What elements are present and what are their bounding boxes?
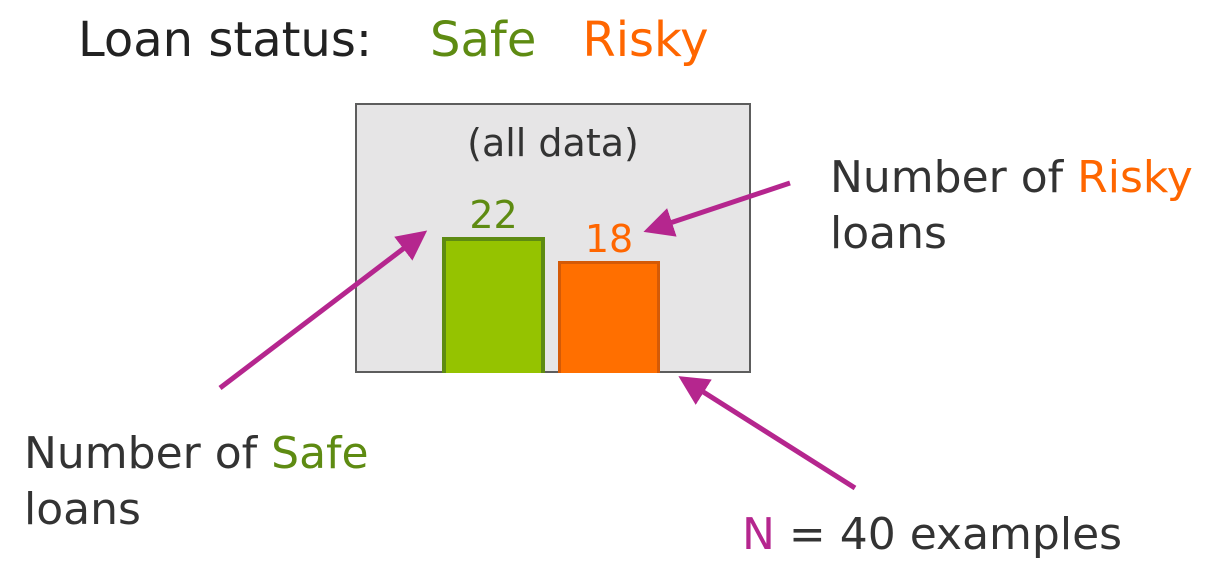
legend-risky-label: Risky — [582, 12, 709, 68]
risky-count-bar — [558, 261, 660, 373]
safe-count-bar — [442, 236, 545, 373]
risky-annotation: Number of Risky loans — [830, 150, 1193, 262]
safe-annotation-prefix: Number of — [24, 428, 258, 479]
risky-annotation-highlight: Risky — [1077, 152, 1193, 203]
arrow-to-safe-bar — [218, 230, 428, 390]
safe-count-label: 22 — [469, 192, 518, 237]
node-caption: (all data) — [467, 121, 639, 165]
safe-annotation-line2: loans — [24, 484, 141, 535]
risky-annotation-prefix: Number of — [830, 152, 1064, 203]
total-annotation-text: = 40 examples — [788, 509, 1123, 560]
n-symbol: N — [742, 509, 775, 560]
legend-title: Loan status: — [78, 12, 373, 68]
safe-annotation: Number of Safe loans — [24, 426, 369, 538]
arrow-to-risky-bar — [643, 180, 791, 237]
loan-status-legend: Loan status: Safe Risky — [78, 10, 709, 70]
total-annotation: N = 40 examples — [742, 507, 1122, 563]
risky-count-label: 18 — [584, 217, 634, 262]
safe-annotation-highlight: Safe — [271, 428, 369, 479]
legend-safe-label: Safe — [430, 12, 537, 68]
risky-annotation-line2: loans — [830, 208, 947, 259]
arrow-to-node-box — [678, 376, 857, 491]
